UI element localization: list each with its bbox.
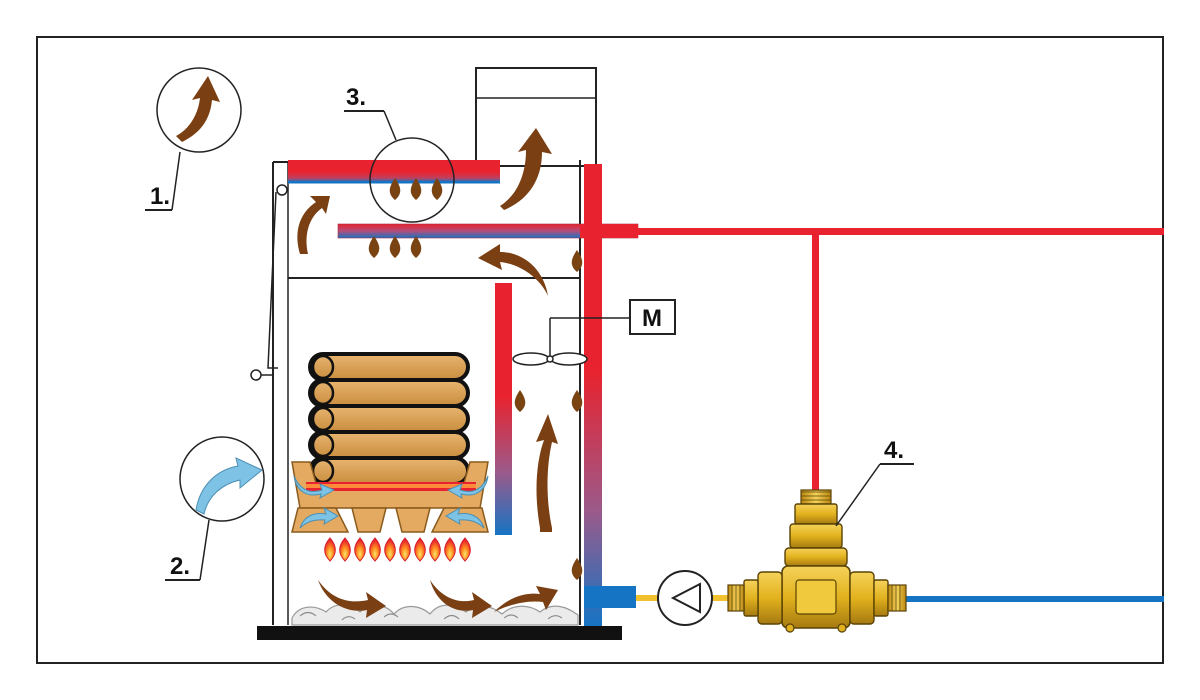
water-riser [584, 164, 602, 626]
flame-icon [384, 537, 396, 562]
flame-icon [444, 537, 456, 562]
flue-gas-arrows [297, 128, 558, 618]
callout-3: 3. [344, 84, 455, 223]
droplet-icon [389, 178, 401, 200]
callout-4-label: 4. [884, 437, 904, 464]
log [308, 352, 470, 382]
flame-icon [399, 537, 411, 562]
droplet-icon [431, 178, 443, 200]
air-flow-arrows [293, 475, 489, 529]
cold-return-pipe [906, 596, 1164, 602]
diagram-frame [36, 36, 1164, 664]
door-handle-icon [250, 369, 262, 381]
flame-icon [369, 537, 381, 562]
flame-icon [429, 537, 441, 562]
callout-4: 4. [835, 437, 914, 527]
arrow-up-right-icon [176, 76, 220, 142]
door-panel [267, 191, 278, 369]
flame-icon [459, 537, 471, 562]
arrow-icon [297, 196, 330, 254]
motor-label: M [642, 305, 662, 332]
arrow-right-icon [195, 457, 263, 515]
droplet-icon [514, 390, 526, 412]
inner-baffle [495, 283, 512, 535]
log [308, 430, 470, 460]
callout-3-label: 3. [346, 84, 366, 111]
flame-icon [324, 537, 336, 562]
droplet-icon [368, 236, 380, 258]
arrow-icon [494, 586, 558, 612]
flame-icon [414, 537, 426, 562]
burner-flames [324, 537, 471, 562]
callout-1: 1. [145, 67, 242, 211]
three-way-valve-icon [727, 489, 907, 633]
hot-supply-pipe [636, 228, 1164, 490]
callout-2-label: 2. [170, 553, 190, 580]
flame-icon [339, 537, 351, 562]
arrow-icon [318, 580, 386, 618]
log [308, 404, 470, 434]
log [308, 378, 470, 408]
droplet-icon [571, 390, 583, 412]
motor-box: M [629, 299, 676, 335]
droplet-icon [410, 178, 422, 200]
ash-bed [291, 604, 579, 626]
top-exchanger-plate [288, 160, 500, 172]
droplet-icon [571, 250, 583, 272]
callout-2: 2. [165, 436, 265, 581]
return-fitting [584, 586, 636, 608]
flame-icon [354, 537, 366, 562]
door-hinge-icon [276, 184, 288, 196]
arrow-icon [500, 128, 552, 210]
firewood-logs [308, 352, 470, 486]
pump-inlet-pipe [636, 595, 658, 601]
callout-1-label: 1. [150, 183, 170, 210]
fan-icon [512, 317, 630, 366]
arrow-icon [478, 244, 548, 296]
arrow-icon [536, 414, 558, 528]
boiler-base [257, 626, 622, 640]
arrow-icon [430, 580, 492, 618]
pump-icon [657, 570, 713, 626]
droplet-icon [571, 558, 583, 580]
boiler-housing [250, 160, 622, 640]
droplet-icon [410, 236, 422, 258]
pump-outlet-pipe [712, 595, 728, 601]
condensate-droplets [368, 178, 583, 580]
log [308, 456, 470, 486]
droplet-icon [389, 236, 401, 258]
